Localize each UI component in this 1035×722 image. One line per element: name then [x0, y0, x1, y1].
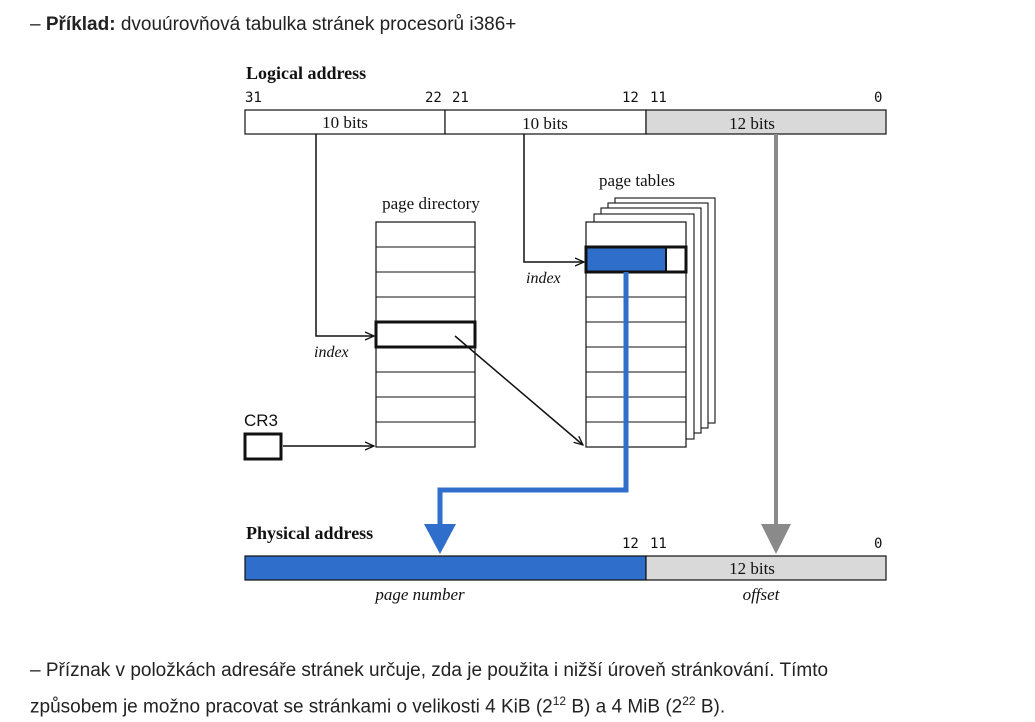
cr3-label: CR3	[244, 411, 278, 430]
physical-address-title: Physical address	[246, 523, 373, 543]
arrow-table-index	[523, 134, 584, 262]
footer-line-2: způsobem je možno pracovat se stránkami …	[30, 686, 1030, 722]
footer-line-2-a: způsobem je možno pracovat se stránkami …	[30, 696, 553, 718]
physical-offset-field-label: 12 bits	[729, 559, 775, 578]
bit-11: 11	[650, 90, 667, 106]
arrow-dir-to-table	[454, 335, 583, 445]
bit-12: 12	[622, 90, 639, 106]
arrow-frame-to-physical	[437, 272, 629, 527]
page-table-selected-entry	[584, 245, 688, 274]
page-directory-selected-entry	[374, 320, 477, 349]
footer-line-2-b: B) a 4 MiB (2	[566, 696, 683, 718]
page-directory-index-label: index	[314, 344, 349, 361]
arrow-offset-copy-head	[761, 524, 791, 554]
intro-text: dvouúrovňová tabulka stránek procesorů i…	[115, 14, 517, 35]
page-directory-label: page directory	[382, 194, 480, 213]
arrow-frame-to-physical-head	[424, 524, 456, 554]
bit-31: 31	[245, 90, 262, 106]
page-table-index-label: index	[526, 270, 561, 287]
phys-bit-12: 12	[622, 536, 639, 552]
phys-bit-11: 11	[650, 536, 667, 552]
intro-dash: –	[30, 14, 46, 35]
physical-page-number-field	[244, 555, 647, 581]
logical-field-offset-label: 12 bits	[729, 114, 775, 133]
page-number-caption: page number	[374, 585, 465, 604]
bit-22: 22	[425, 90, 442, 106]
cr3-register	[243, 432, 283, 461]
logical-address-title: Logical address	[246, 63, 366, 83]
footer-exp-2: 22	[682, 694, 696, 708]
page-directory-table	[375, 221, 476, 448]
arrow-dir-index	[315, 134, 374, 336]
footer-line-1: – Příznak v položkách adresáře stránek u…	[30, 660, 829, 681]
offset-caption: offset	[743, 585, 781, 604]
footer-line-2-c: B).	[695, 696, 726, 718]
logical-field-table	[444, 109, 647, 135]
page-tables-label: page tables	[599, 171, 675, 190]
logical-field-directory	[244, 109, 446, 135]
bit-21: 21	[452, 90, 469, 106]
intro-label: Příklad:	[45, 14, 116, 35]
logical-field-directory-label: 10 bits	[322, 113, 368, 132]
page-tables-stack	[585, 197, 716, 448]
physical-offset-field	[645, 555, 887, 581]
logical-field-table-label: 10 bits	[522, 114, 568, 133]
bit-0: 0	[874, 90, 882, 106]
footer-exp-1: 12	[552, 694, 567, 708]
logical-field-offset	[645, 109, 887, 135]
footer-note: – Příznak v položkách adresáře stránek u…	[30, 655, 1030, 722]
phys-bit-0: 0	[874, 536, 882, 552]
page-table-selected-frame	[586, 247, 666, 272]
intro-line: – Příklad: dvouúrovňová tabulka stránek …	[30, 14, 516, 36]
